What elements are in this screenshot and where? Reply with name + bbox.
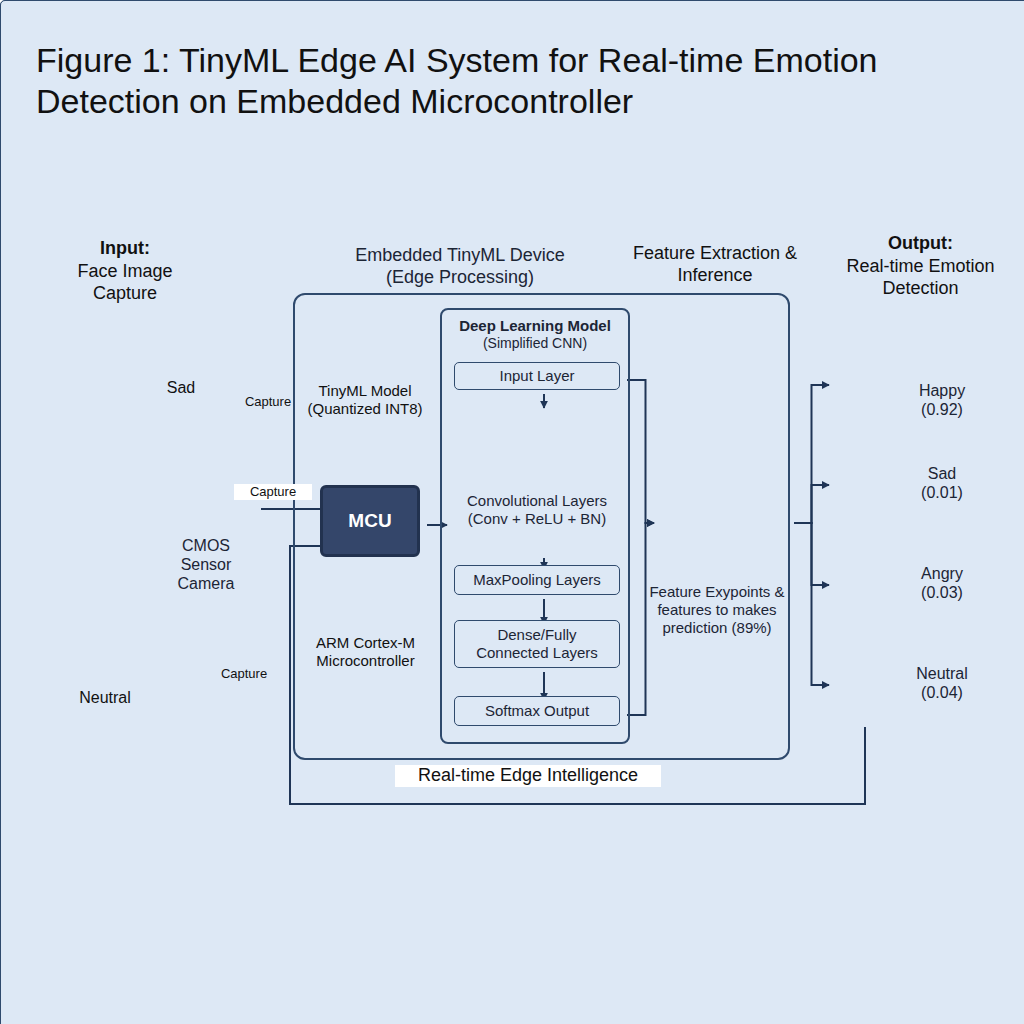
node-text: Dense/Fully Connected Layers (461, 626, 613, 662)
device-heading: Embedded TinyML Device (Edge Processing) (335, 245, 585, 288)
figure-title: Figure 1: TinyML Edge AI System for Real… (36, 40, 996, 122)
node-text: Angry (921, 564, 963, 583)
node-text: Convolutional Layers (Conv + ReLU + BN) (447, 492, 627, 528)
node-text: CMOS Sensor Camera (158, 536, 254, 594)
connector-arrow (794, 485, 829, 523)
connector-arrow (427, 524, 447, 526)
node-text: Input Layer (499, 367, 574, 385)
node-text: Deep Learning Model (459, 317, 611, 335)
node-text: MaxPooling Layers (473, 571, 601, 589)
layer-box: MaxPooling Layers (454, 565, 620, 595)
node-text: Feature Exypoints & features to makes pr… (647, 583, 787, 637)
capture-label: Capture (236, 394, 300, 410)
node-text: (0.03) (921, 583, 963, 602)
emotion-card: Neutral(0.04) (822, 643, 978, 723)
node-text: Happy (919, 381, 965, 400)
connector-arrow (794, 385, 829, 523)
connector-label: Capture (234, 484, 312, 500)
connector-label: Real-time Edge Intelligence (395, 765, 661, 787)
node-text: Softmax Output (485, 702, 589, 720)
mcu-label: ARM Cortex-M Microcontroller (298, 634, 433, 670)
face-label: Neutral (68, 688, 142, 707)
column-header: Input: (45, 238, 205, 260)
connector-arrow (627, 523, 654, 715)
layer-box: Softmax Output (454, 696, 620, 726)
node-text: Sad (928, 464, 956, 483)
column-header: Face Image Capture (45, 261, 205, 304)
node-text: MCU (348, 510, 391, 533)
layer-box: Input Layer (454, 362, 620, 390)
mcu-chip: MCU (320, 485, 420, 557)
node-text: (Simplified CNN) (483, 335, 587, 352)
emotion-card: Sad(0.01) (822, 443, 978, 523)
emotion-card: Happy(0.92) (822, 343, 978, 423)
capture-label: Capture (212, 666, 276, 682)
model-label: TinyML Model (Quantized INT8) (300, 382, 430, 418)
node-text: (0.92) (921, 400, 963, 419)
column-header: Feature Extraction & Inference (625, 243, 805, 286)
face-label: Sad (160, 378, 202, 397)
connector-arrow (794, 523, 829, 685)
connector-arrow (290, 546, 865, 804)
connector-arrow (543, 394, 545, 408)
emotion-card: Angry(0.03) (822, 543, 978, 623)
layer-box: Dense/Fully Connected Layers (454, 620, 620, 668)
column-header: Real-time Emotion Detection (838, 256, 1003, 299)
connector-arrow (627, 380, 654, 523)
feature-node: Feature Exypoints & features to makes pr… (647, 445, 787, 675)
device-box: Embedded TinyML Device (Edge Processing)… (293, 293, 790, 760)
node-text: Neutral (916, 664, 968, 683)
node-text: (0.01) (921, 483, 963, 502)
cnn-box: Deep Learning Model(Simplified CNN) Input… (440, 308, 630, 744)
node-text: (0.04) (921, 683, 963, 702)
conv-layer: Convolutional Layers (Conv + ReLU + BN) (447, 404, 627, 554)
column-header: Output: (838, 233, 1003, 255)
